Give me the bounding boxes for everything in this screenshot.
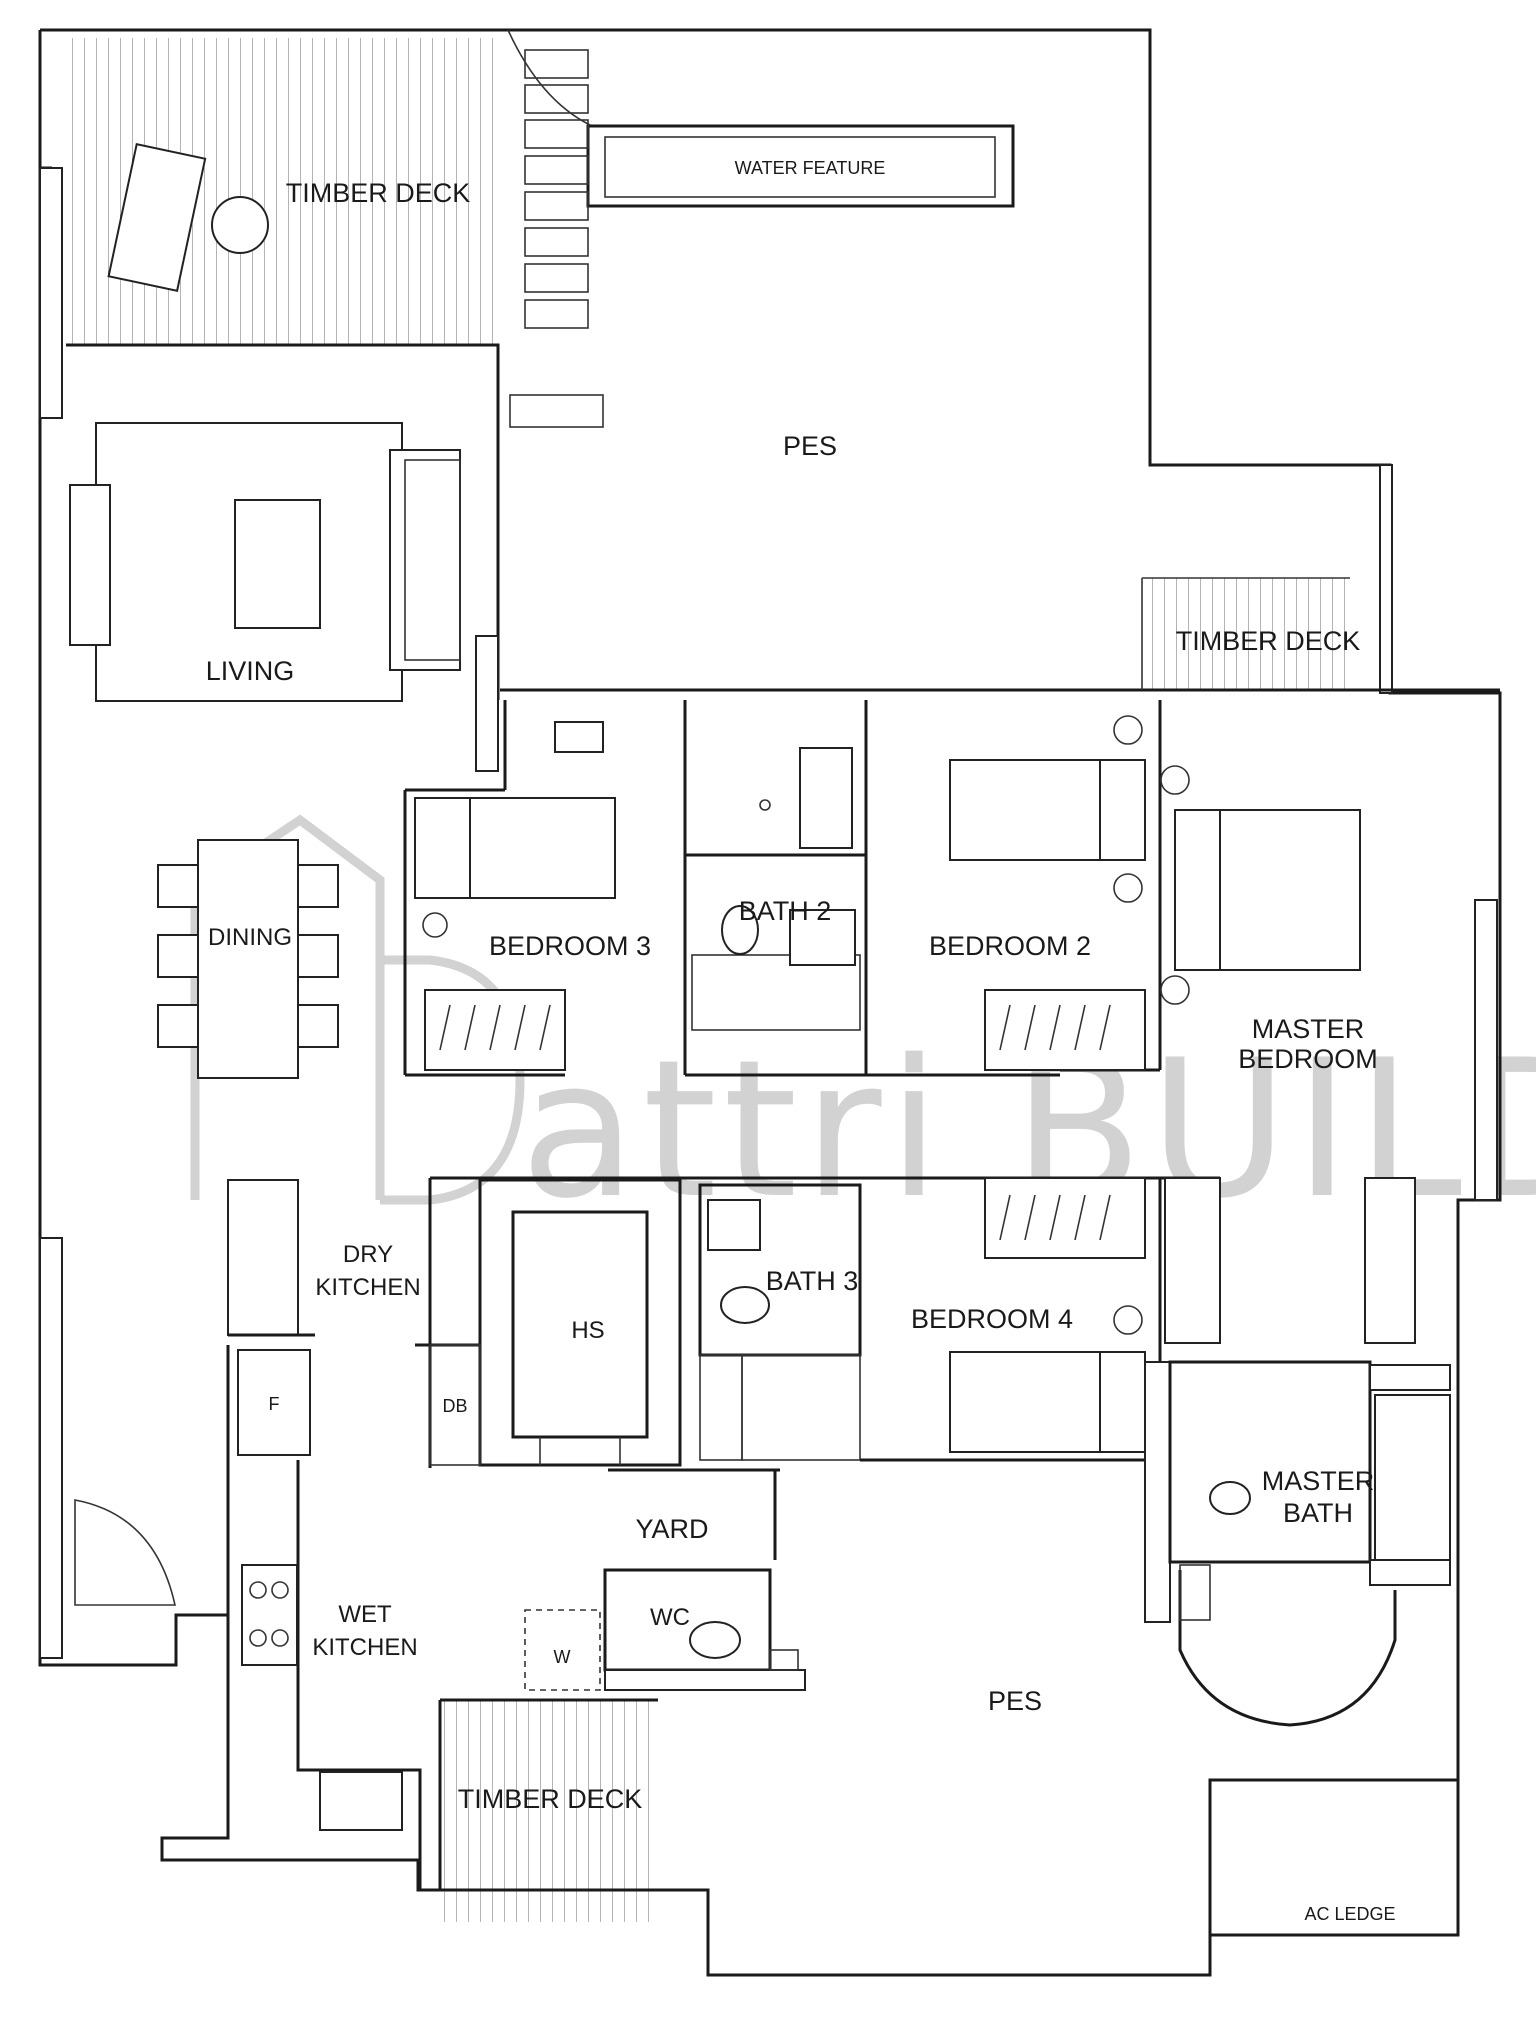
lounge-chair-icon	[107, 143, 207, 292]
living-rug	[95, 422, 403, 702]
bed-icon	[469, 797, 616, 899]
watermark-house-icon	[190, 814, 385, 1200]
window-deck-right	[1379, 464, 1393, 694]
tv-console-icon	[69, 484, 111, 646]
deck-furniture	[107, 29, 591, 292]
window-kitchen	[39, 1237, 63, 1659]
label-wet-kitchen-line1: WET	[338, 1601, 392, 1628]
water-feature-pool	[604, 136, 996, 198]
label-pes-top: PES	[783, 431, 837, 461]
label-water-feature: WATER FEATURE	[735, 158, 886, 178]
label-timber-deck-right: TIMBER DECK	[1176, 626, 1361, 656]
label-dry-kitchen-line1: DRY	[343, 1241, 393, 1268]
outer-walls	[38, 28, 1502, 1977]
label-db: DB	[442, 1396, 467, 1416]
label-timber-deck-top: TIMBER DECK	[286, 178, 471, 208]
bed-icon	[949, 759, 1101, 861]
hs-db	[429, 1178, 682, 1467]
deck-door-swing	[507, 29, 591, 126]
wardrobe-icon	[984, 1177, 1146, 1259]
label-wc: WC	[650, 1604, 690, 1631]
label-bath-2: BATH 2	[739, 896, 832, 926]
wardrobe-icon	[984, 989, 1146, 1071]
bedroom-4-furniture	[860, 1177, 1416, 1462]
round-table-icon	[211, 196, 269, 254]
master-bath-fixtures	[1144, 1360, 1451, 1727]
kitchen-walls	[226, 1179, 480, 1890]
fridge-icon	[237, 1349, 311, 1456]
bath-2-fixtures	[721, 747, 856, 966]
label-master-bedroom-line1: MASTER	[1252, 1014, 1365, 1044]
label-bedroom-4: BEDROOM 4	[911, 1304, 1073, 1334]
label-master-bedroom-line2: BEDROOM	[1238, 1044, 1378, 1074]
window-living-top	[39, 167, 63, 419]
label-yard: YARD	[635, 1514, 708, 1544]
toilet-icon	[721, 905, 759, 955]
label-washer: W	[554, 1647, 571, 1667]
master-bath-wall	[1144, 1361, 1171, 1623]
basin-icon	[789, 909, 856, 966]
bedroom-3-furniture	[414, 721, 616, 1071]
coffee-table-icon	[234, 499, 321, 629]
label-ac-ledge: AC LEDGE	[1304, 1904, 1395, 1924]
label-hs: HS	[571, 1317, 604, 1344]
label-fridge: F	[269, 1394, 280, 1414]
bedroom-2-furniture	[949, 715, 1146, 1071]
label-pes-bottom: PES	[988, 1686, 1042, 1716]
master-bedroom-furniture	[1160, 765, 1361, 1005]
stepping-stones	[509, 49, 604, 428]
desk-lamp-icon	[554, 721, 604, 753]
label-master-bath-line2: BATH	[1283, 1498, 1353, 1528]
dry-kitchen-counter	[227, 1179, 299, 1336]
label-living: LIVING	[206, 656, 295, 686]
timber-deck-right-hatch	[1142, 578, 1350, 691]
living-deck-wall	[66, 343, 500, 700]
label-bedroom-3: BEDROOM 3	[489, 931, 651, 961]
sofa-icon	[389, 449, 461, 671]
label-bedroom-2: BEDROOM 2	[929, 931, 1091, 961]
hob-icon	[241, 1564, 298, 1666]
label-bath-3: BATH 3	[766, 1266, 859, 1296]
toilet-icon	[720, 1286, 770, 1324]
db-cabinet	[429, 1344, 481, 1466]
basin-icon	[707, 1199, 761, 1251]
window-master-bedroom	[1474, 899, 1498, 1201]
toilet-icon	[689, 1621, 741, 1659]
label-dry-kitchen-line2: KITCHEN	[315, 1274, 420, 1301]
walk-in-wardrobe-icon	[1164, 1177, 1221, 1344]
vanity-icon	[1374, 1394, 1451, 1576]
sink-icon	[319, 1771, 403, 1831]
living-window-right	[475, 635, 499, 772]
label-wet-kitchen-line2: KITCHEN	[312, 1634, 417, 1661]
yard-wc	[524, 1468, 806, 1691]
living-furniture	[69, 422, 461, 702]
lower-walls	[74, 1499, 1458, 1935]
dining-table-icon	[197, 839, 299, 1079]
bed-icon	[949, 1351, 1101, 1453]
entrance-door-swing	[74, 1499, 176, 1606]
hs-outer-wall	[478, 1178, 682, 1467]
washer-icon	[524, 1609, 601, 1691]
timber-deck-bottom-hatch	[440, 1700, 658, 1922]
label-timber-deck-bottom: TIMBER DECK	[458, 1784, 643, 1814]
toilet-icon	[1209, 1481, 1251, 1515]
label-dining: DINING	[208, 924, 292, 951]
dining-set	[157, 839, 339, 1079]
bath-3-fixtures	[698, 1183, 862, 1461]
label-master-bath-line1: MASTER	[1262, 1466, 1375, 1496]
